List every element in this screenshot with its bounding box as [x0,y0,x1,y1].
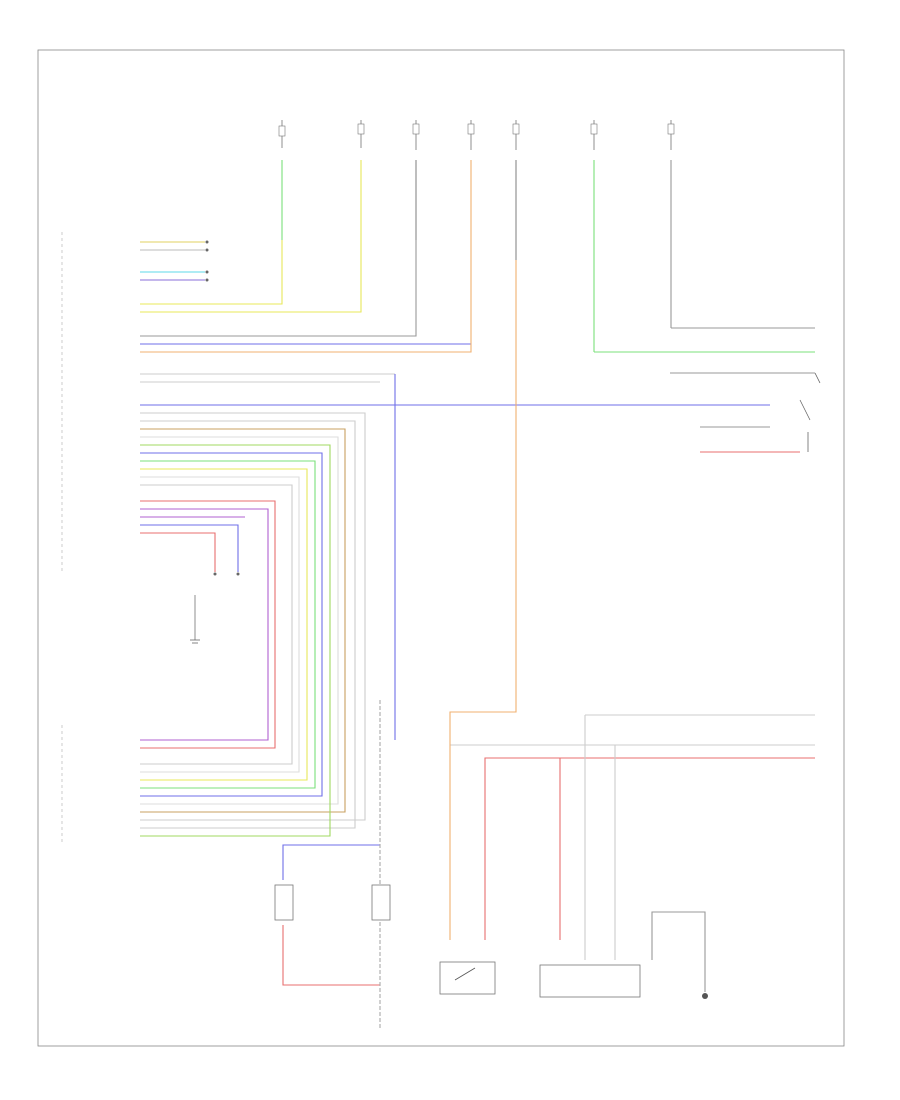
wire-motor-red [282,925,380,986]
wire-cascade-10 [140,484,293,765]
connector-dots [205,240,240,576]
wire-red-bus [484,757,815,940]
right-side-wires [282,260,815,1030]
wire-red-short [140,532,216,572]
dot-3 [205,270,209,274]
wire-cascade-4 [140,436,339,805]
fuse-7-symbol [667,123,675,135]
dot-5 [213,572,217,576]
main-connector-wires [140,240,770,837]
ground-right [702,993,708,999]
bottom-module [539,964,641,998]
wire-cascade-2 [140,420,356,829]
wire-cascade-1 [140,412,366,821]
wire-blue-short [140,524,239,572]
fuse-4-symbol [467,123,475,135]
wire-bottom-ground [651,911,706,992]
wire-yellow-a [140,240,283,305]
switch-box [439,961,496,995]
dot-2 [205,248,209,252]
wire-cascade-9 [140,476,300,773]
fuse-3-symbol [412,123,420,135]
wire-orange [140,240,472,353]
motor-boxes [274,884,391,921]
diagram-border [37,49,845,1047]
fuse-1-symbol [278,125,286,137]
fuse-6-symbol [590,123,598,135]
wire-cascade-6 [140,452,323,797]
dot-6 [236,572,240,576]
motor-left-box [274,884,294,921]
ground-left [190,639,200,644]
wire-yellow-b [140,240,362,313]
fuse-symbols [278,123,675,137]
wire-cascade-3 [140,428,346,813]
wire-cascade-5 [140,444,331,837]
wire-fuse5-drop [449,260,517,940]
top-fuse-group [281,120,672,352]
motor-right-box [371,884,391,921]
fuse-2-symbol [357,123,365,135]
dot-1 [205,240,209,244]
dot-4 [205,278,209,282]
fuse-5-symbol [512,123,520,135]
wire-motor-blue [282,844,380,880]
wire-cascade-7 [140,460,316,789]
wire-cascade-8 [140,468,308,781]
wire-cascade-11 [140,500,276,749]
switch-symbol [799,372,821,452]
wire-cascade-12 [140,508,269,741]
wire-gray-fuse3 [140,240,417,337]
